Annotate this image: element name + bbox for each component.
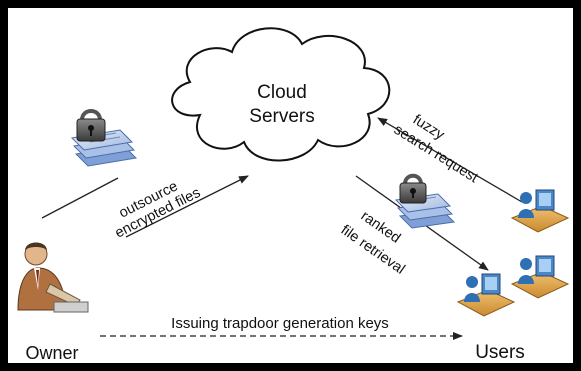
user-workstation-icon <box>510 255 570 299</box>
user-workstation-icon <box>510 189 570 233</box>
users-label: Users <box>475 342 525 363</box>
owner-person-icon <box>17 242 89 313</box>
search-request-arrow <box>377 117 523 203</box>
cloud-title-line1: Cloud <box>257 82 307 103</box>
encrypted-files-icon <box>70 109 138 167</box>
trapdoor-label: Issuing trapdoor generation keys <box>171 315 389 332</box>
retrieved-files-icon <box>394 173 456 229</box>
cloud-title-line2: Servers <box>249 106 314 127</box>
cloud-icon <box>171 27 391 162</box>
lock-icon <box>399 173 427 204</box>
outsource-arrow-lower <box>125 175 249 238</box>
outsource-arrow-upper <box>41 177 119 219</box>
lock-icon <box>76 109 106 142</box>
owner-label: Owner <box>25 343 78 363</box>
user-workstation-icon <box>456 273 516 317</box>
